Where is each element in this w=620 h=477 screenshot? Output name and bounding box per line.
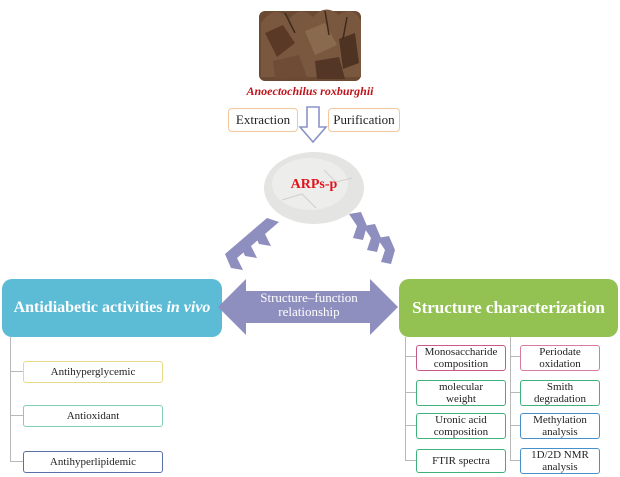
polysaccharide-sample-image (264, 152, 364, 224)
species-name: Anoectochilus roxburghii (246, 84, 374, 98)
product-label: ARPs-p (290, 177, 338, 192)
right-connector-branch (510, 356, 520, 357)
activity-item-antihyperlipidemic: Antihyperlipidemic (23, 451, 163, 473)
right-connector-branch (405, 460, 416, 461)
antidiabetic-title-italic: in vivo (166, 299, 211, 316)
purification-box: Purification (328, 108, 400, 132)
left-connector-vertical (10, 337, 11, 462)
method-line: composition (433, 358, 489, 370)
right-connector-branch (405, 392, 416, 393)
method-line: Monosaccharide (424, 346, 498, 358)
method-line: analysis (542, 426, 578, 438)
activity-item-antihyperglycemic: Antihyperglycemic (23, 361, 163, 383)
method-line: oxidation (539, 358, 581, 370)
structure-function-double-arrow (218, 279, 398, 335)
method-line: analysis (542, 461, 578, 473)
antidiabetic-title: Antidiabetic activities in vivo (2, 279, 222, 337)
right-connector-vertical (510, 337, 511, 461)
method-line: Methylation (533, 414, 587, 426)
activity-item-antioxidant: Antioxidant (23, 405, 163, 427)
chevron-left-down-icon (225, 218, 279, 270)
method-line: molecular (439, 381, 483, 393)
method-line: Uronic acid (435, 414, 487, 426)
right-connector-branch (405, 425, 416, 426)
relationship-label: Structure–function relationship (240, 291, 378, 319)
right-connector-branch (510, 392, 520, 393)
method-ftir-spectra: FTIR spectra (416, 449, 506, 473)
relationship-label-line1: Structure–function (260, 290, 358, 305)
process-down-arrow (298, 106, 328, 144)
left-connector-branch (10, 461, 23, 462)
extraction-box: Extraction (228, 108, 298, 132)
left-connector-branch (10, 415, 23, 416)
method-line: Periodate (539, 346, 581, 358)
left-connector-branch (10, 371, 23, 372)
method-line: composition (433, 426, 489, 438)
plant-material-image (259, 9, 361, 81)
method-line: FTIR spectra (432, 455, 490, 467)
right-connector-branch (405, 356, 416, 357)
method-line: degradation (534, 393, 586, 405)
method-line: Smith (546, 381, 574, 393)
structure-characterization-title: Structure characterization (399, 279, 618, 337)
relationship-label-line2: relationship (278, 304, 340, 319)
method-line: weight (446, 393, 476, 405)
method-line: 1D/2D NMR (531, 449, 589, 461)
antidiabetic-title-main: Antidiabetic activities (13, 299, 167, 316)
chevron-right-down-icon (349, 212, 395, 264)
right-connector-vertical (405, 337, 406, 461)
right-connector-branch (510, 460, 520, 461)
right-connector-branch (510, 425, 520, 426)
